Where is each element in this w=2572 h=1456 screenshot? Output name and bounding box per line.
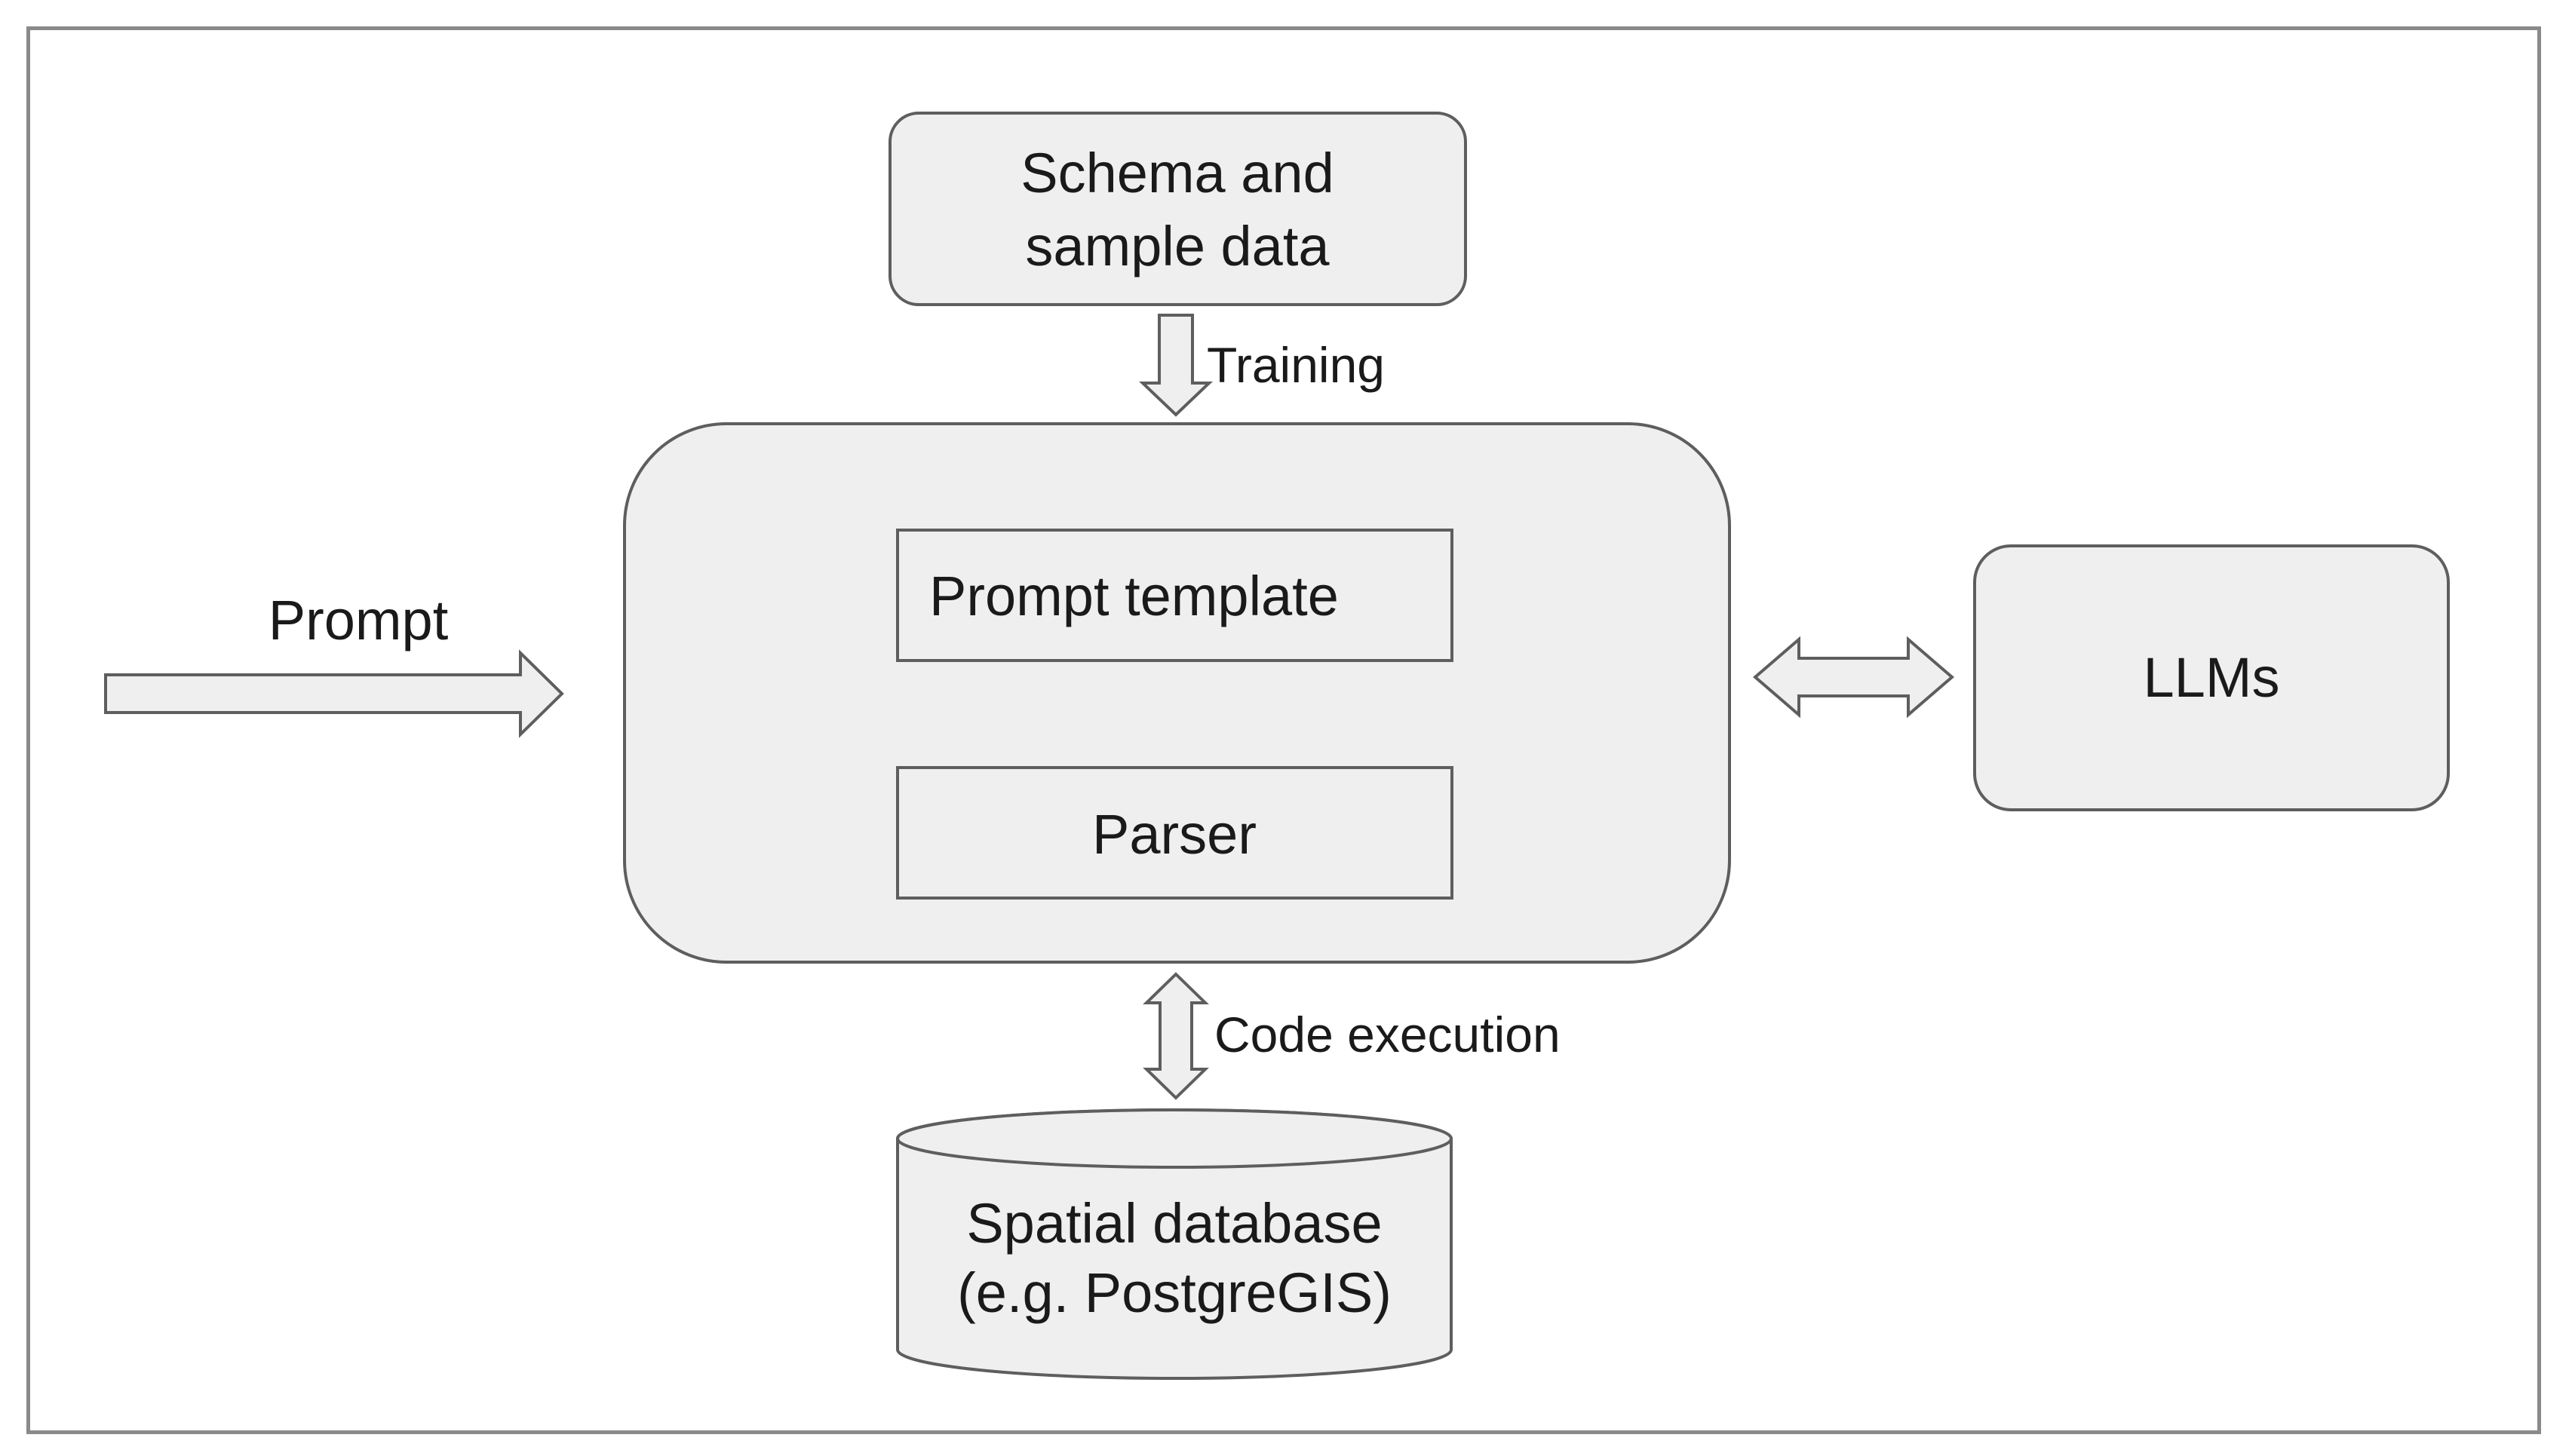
schema-node: Schema and sample data (889, 112, 1467, 306)
database-label-line2: (e.g. PostgreGIS) (957, 1261, 1392, 1324)
spatial-database-node: Spatial database (e.g. PostgreGIS) (896, 1108, 1453, 1380)
prompt-template-label: Prompt template (929, 565, 1339, 627)
llm-bidirectional-arrow (1752, 636, 1955, 719)
code-execution-label: Code execution (1214, 1007, 1561, 1062)
parser-node: Parser (896, 766, 1453, 900)
prompt-template-node: Prompt template (896, 529, 1453, 662)
llms-label: LLMs (2144, 646, 2280, 709)
prompt-label: Prompt (269, 589, 449, 651)
code-execution-arrow (1143, 972, 1209, 1100)
training-arrow (1139, 314, 1213, 417)
training-label: Training (1207, 337, 1385, 393)
schema-label-line1: Schema and (1021, 142, 1334, 204)
prompt-arrow (104, 649, 564, 738)
schema-label-line2: sample data (1025, 215, 1330, 277)
diagram-frame (26, 26, 2541, 1434)
llms-node: LLMs (1973, 544, 2450, 811)
database-label-line1: Spatial database (966, 1192, 1382, 1255)
parser-label: Parser (1092, 803, 1257, 866)
